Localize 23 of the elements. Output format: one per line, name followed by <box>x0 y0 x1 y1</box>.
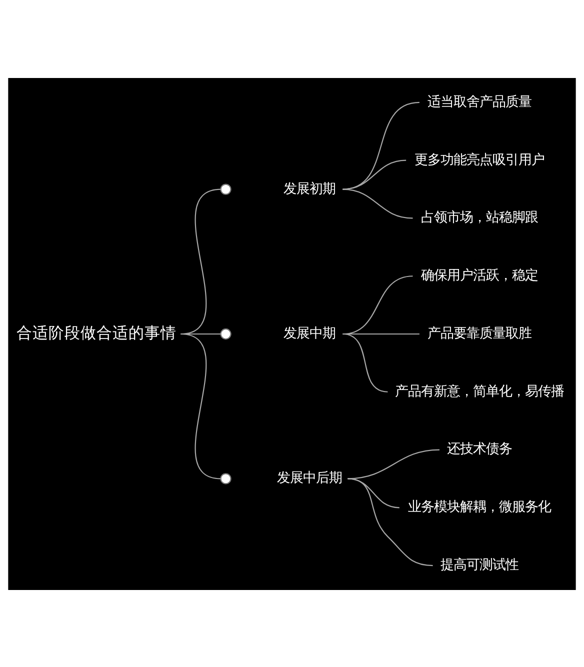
node-text: 发展中期 <box>283 326 336 341</box>
node-text: 业务模块解耦，微服务化 <box>408 500 552 515</box>
connector <box>342 159 406 190</box>
node-text: 适当取舍产品质量 <box>428 94 532 110</box>
node-circle <box>220 183 232 194</box>
connector <box>342 188 413 218</box>
node-text: 占领市场，站稳脚跟 <box>421 210 538 226</box>
node-circle <box>220 472 232 484</box>
node-circle <box>220 328 232 340</box>
node-text: 合适阶段做合适的事情 <box>16 324 177 342</box>
node-text: 发展初期 <box>283 181 336 196</box>
node-text: 提高可测试性 <box>440 557 519 572</box>
node-text: 产品要靠质量取胜 <box>428 326 532 341</box>
node-text: 还技术债务 <box>447 442 512 457</box>
connector <box>342 332 388 392</box>
connector <box>348 448 440 479</box>
node-text: 确保用户活跃，稳定 <box>421 268 538 284</box>
node-text: 更多功能亮点吸引用户 <box>414 152 545 168</box>
connector <box>348 478 433 566</box>
node-text: 产品有新意，简单化，易传播 <box>395 384 564 399</box>
node-text: 发展中后期 <box>276 470 342 486</box>
connector <box>180 332 221 479</box>
connector <box>342 101 420 190</box>
